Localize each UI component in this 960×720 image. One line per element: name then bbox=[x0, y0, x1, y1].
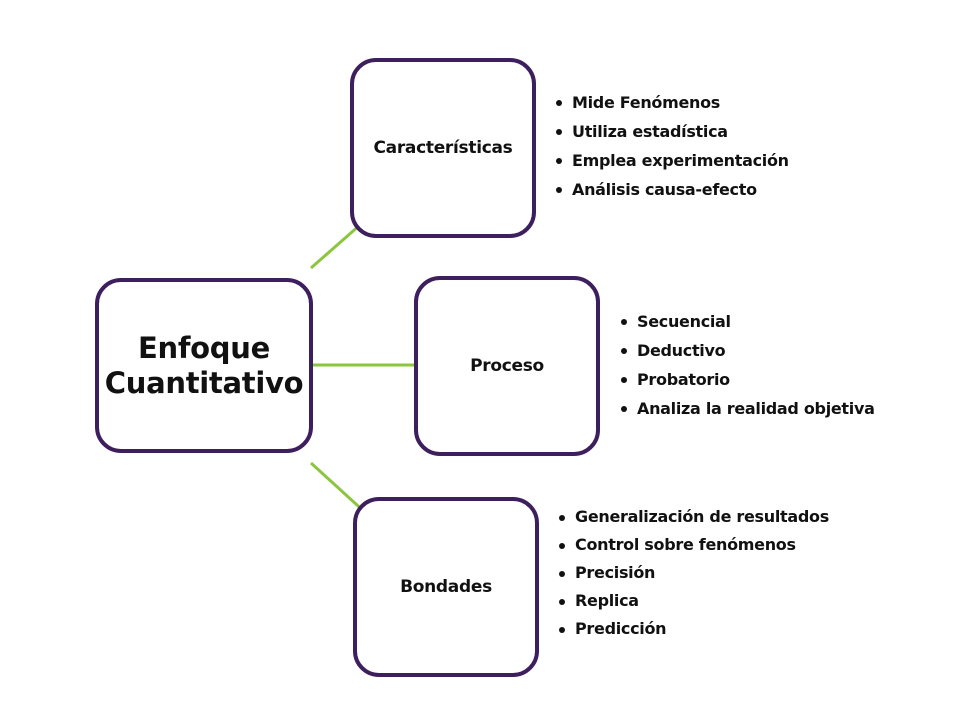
list-item: Precisión bbox=[559, 559, 829, 587]
list-item: Análisis causa-efecto bbox=[556, 175, 846, 204]
list-caracteristicas: Mide Fenómenos Utiliza estadística Emple… bbox=[556, 88, 846, 204]
branch-node-bondades: Bondades bbox=[353, 497, 539, 677]
list-item: Probatorio bbox=[621, 365, 921, 394]
list-proceso: Secuencial Deductivo Probatorio Analiza … bbox=[621, 307, 921, 423]
branch-node-caracteristicas: Características bbox=[350, 58, 536, 238]
list-bondades: Generalización de resultados Control sob… bbox=[559, 503, 829, 643]
list-item: Deductivo bbox=[621, 336, 921, 365]
branch-label-bondades: Bondades bbox=[400, 577, 492, 597]
list-item: Generalización de resultados bbox=[559, 503, 829, 531]
branch-label-proceso: Proceso bbox=[470, 356, 544, 376]
list-item: Predicción bbox=[559, 615, 829, 643]
branch-label-caracteristicas: Características bbox=[373, 138, 513, 158]
list-item: Control sobre fenómenos bbox=[559, 531, 829, 559]
branch-node-proceso: Proceso bbox=[414, 276, 600, 456]
list-item: Mide Fenómenos bbox=[556, 88, 846, 117]
central-node-label: Enfoque Cuantitativo bbox=[104, 330, 304, 400]
list-item: Replica bbox=[559, 587, 829, 615]
list-item: Emplea experimentación bbox=[556, 146, 846, 175]
list-item: Utiliza estadística bbox=[556, 117, 846, 146]
central-node: Enfoque Cuantitativo bbox=[95, 278, 313, 453]
list-item: Secuencial bbox=[621, 307, 921, 336]
list-item: Analiza la realidad objetiva bbox=[621, 394, 921, 423]
